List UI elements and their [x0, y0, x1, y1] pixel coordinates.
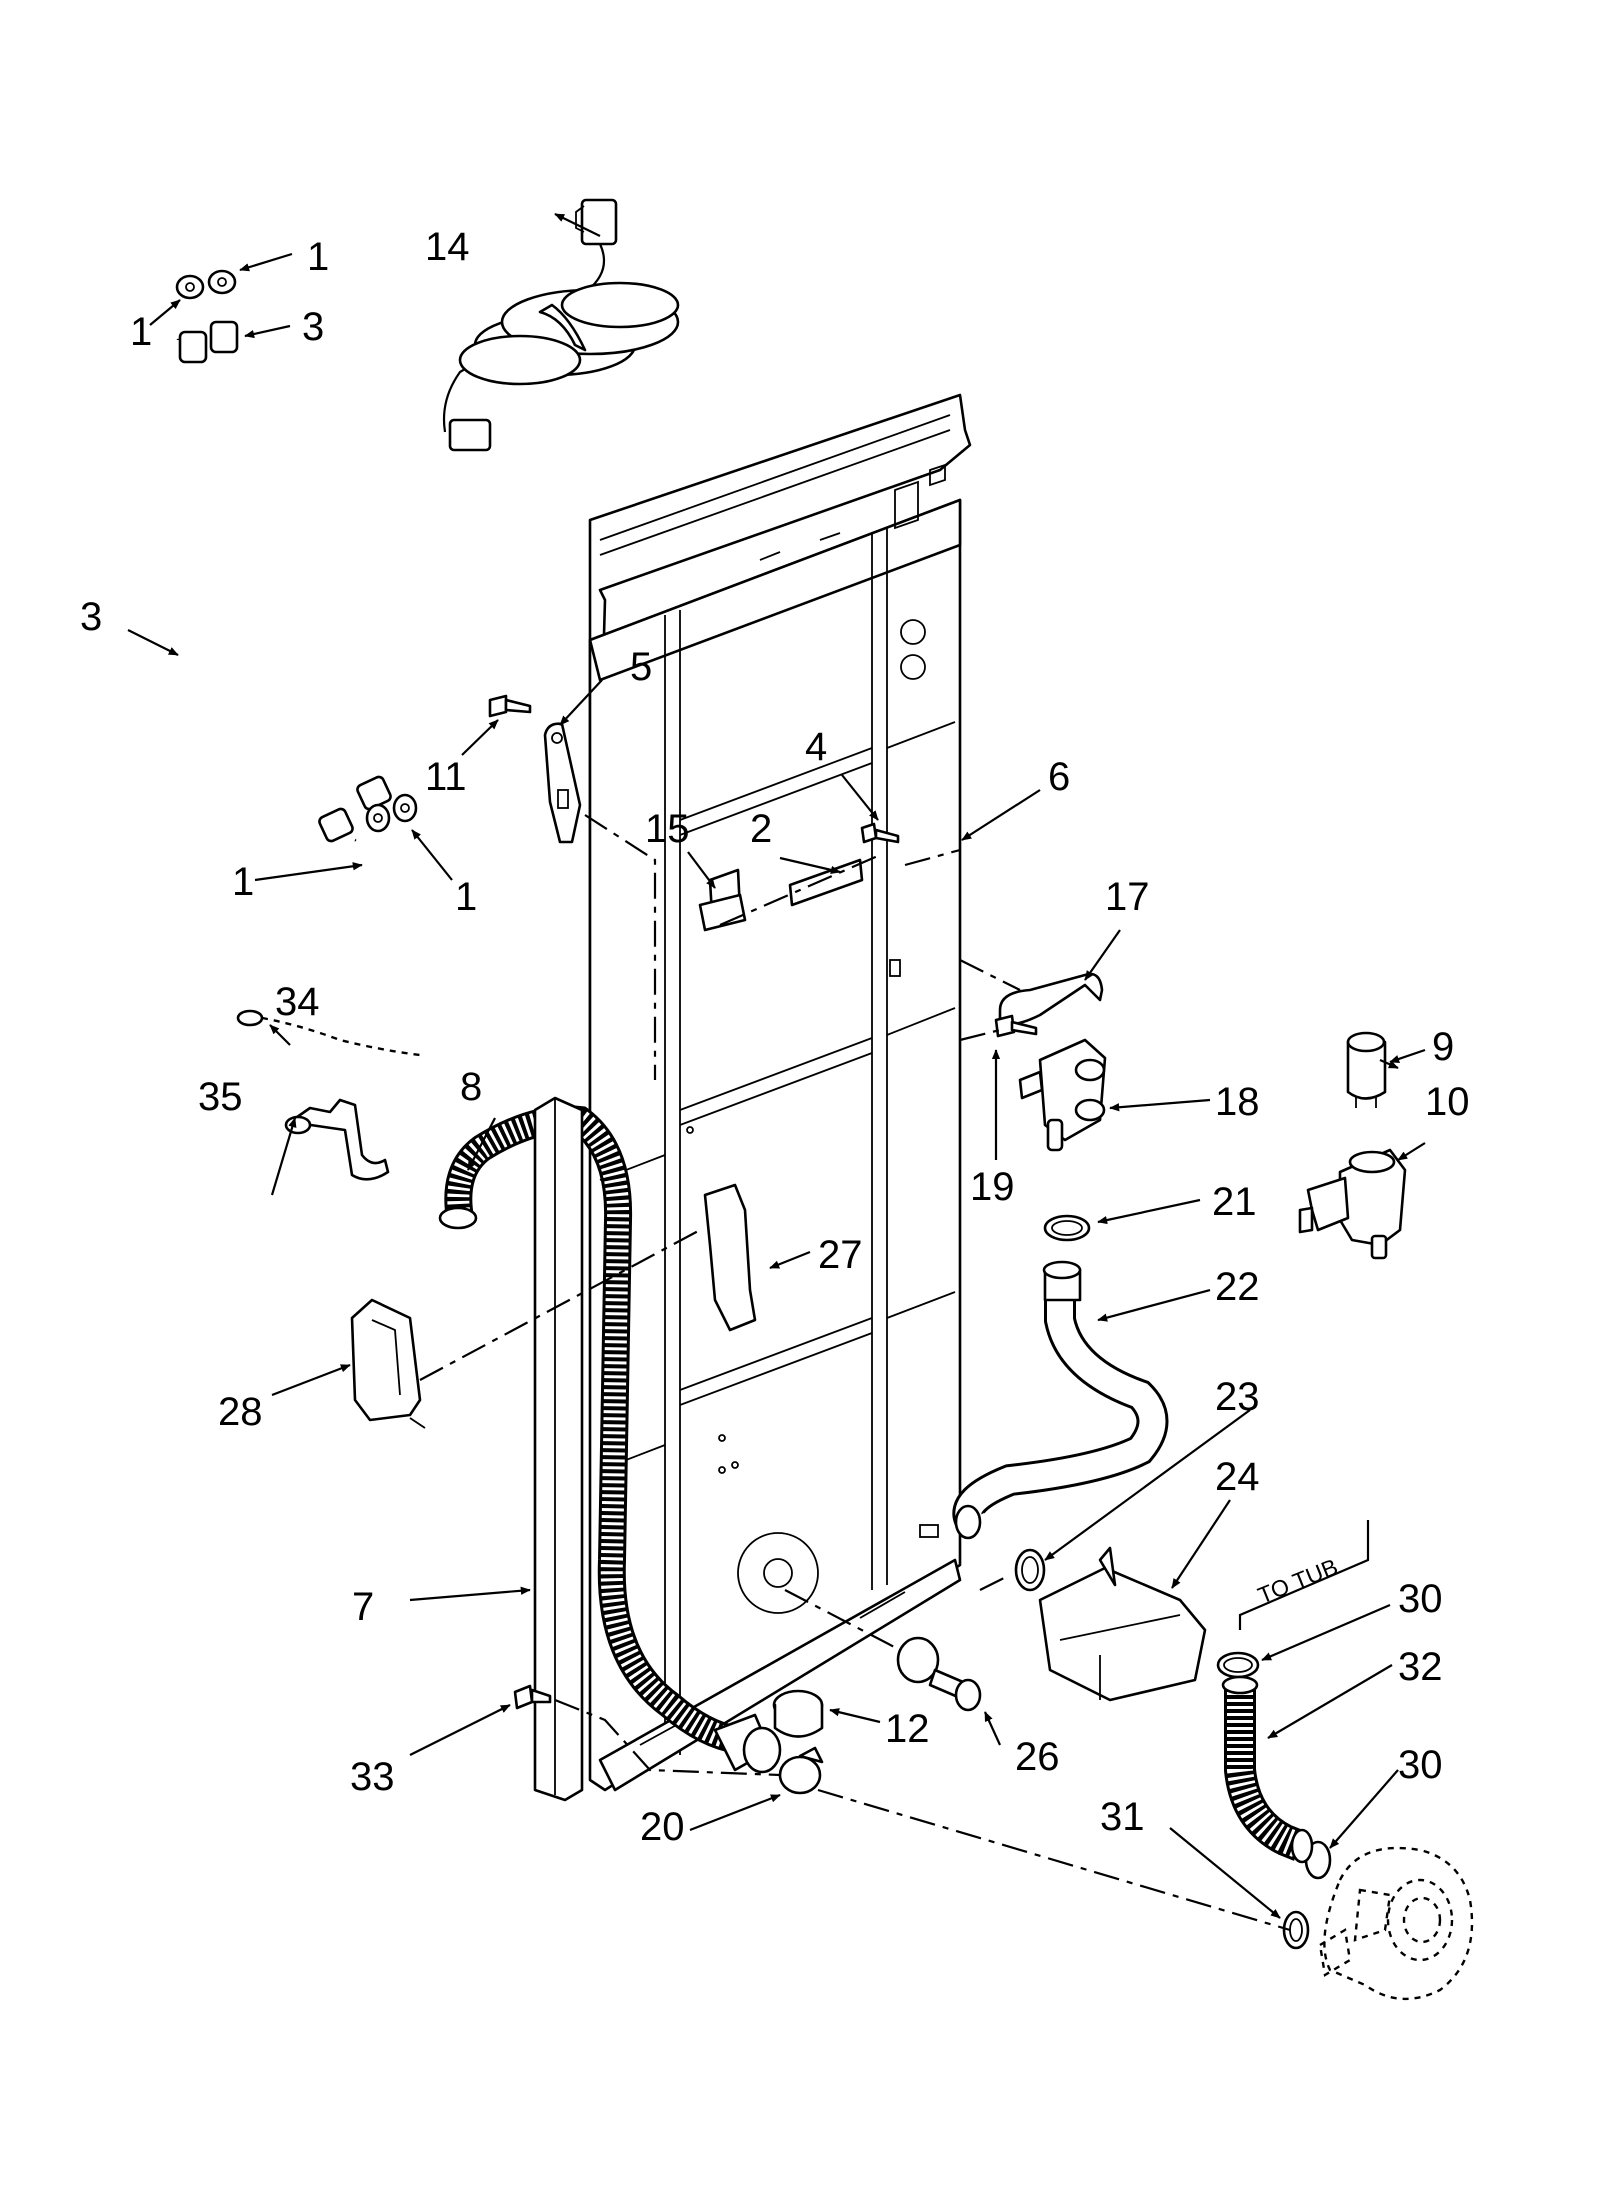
- callout-3-left: 3: [80, 595, 102, 639]
- callout-labels: 1 1 3 3 14 11 5 1 1 4 2 6 15 17 9 10 18 …: [80, 225, 1470, 1849]
- to-tub-label: TO TUB: [1254, 1553, 1341, 1608]
- hose-32: [1221, 1675, 1314, 1864]
- callout-17: 17: [1105, 875, 1150, 919]
- callout-arrows: [127, 213, 1426, 1919]
- callout-18: 18: [1215, 1080, 1260, 1124]
- callout-8: 8: [460, 1065, 482, 1109]
- clamp-23: [1014, 1548, 1046, 1592]
- callout-30-bottom: 30: [1398, 1743, 1443, 1787]
- callout-22: 22: [1215, 1265, 1260, 1309]
- callout-23: 23: [1215, 1375, 1260, 1419]
- callout-4: 4: [805, 725, 827, 769]
- bracket-17: [998, 972, 1104, 1026]
- callout-32: 32: [1398, 1645, 1443, 1689]
- side-channel: [533, 1096, 584, 1802]
- callout-1-top-left: 1: [130, 310, 152, 354]
- inlet-valve-18: [1018, 1038, 1107, 1152]
- callout-28: 28: [218, 1390, 263, 1434]
- callout-11: 11: [425, 755, 467, 799]
- callout-34: 34: [275, 980, 320, 1024]
- clamp-21: [1043, 1214, 1091, 1242]
- switch-10: [1298, 1148, 1407, 1260]
- callout-30-top: 30: [1398, 1577, 1443, 1621]
- callout-9: 9: [1432, 1025, 1454, 1069]
- hose-22: [952, 1260, 1169, 1540]
- callout-7: 7: [352, 1585, 374, 1629]
- dispenser-24: [1038, 1546, 1207, 1702]
- power-cord: [442, 198, 680, 452]
- bracket-5: [543, 722, 582, 844]
- callout-1-bottom-right: 1: [455, 875, 477, 919]
- screw-33: [513, 1684, 552, 1710]
- callout-5: 5: [630, 645, 652, 689]
- inlet-hoses: [170, 320, 392, 847]
- drain-pump-reference: [1318, 1846, 1474, 2000]
- reference-lines: [419, 814, 1291, 1932]
- clip-35: [284, 1098, 390, 1181]
- clamp-12: [772, 1689, 824, 1738]
- callout-1-bottom-left: 1: [232, 860, 254, 904]
- callout-21: 21: [1212, 1180, 1257, 1224]
- callout-10: 10: [1425, 1080, 1470, 1124]
- callout-19: 19: [970, 1165, 1015, 1209]
- callout-6: 6: [1048, 755, 1070, 799]
- screw-19: [994, 1014, 1038, 1038]
- callout-2: 2: [750, 807, 772, 851]
- drain-hose: [438, 1105, 782, 1774]
- plug-26: [896, 1636, 982, 1712]
- rear-panel: [588, 393, 972, 1792]
- callout-3-top: 3: [302, 305, 324, 349]
- bracket-27: [703, 1183, 757, 1332]
- callout-26: 26: [1015, 1735, 1060, 1779]
- screw-11: [488, 694, 532, 718]
- tie-strap-34: [236, 1009, 421, 1057]
- capacitor-9: [1346, 1031, 1387, 1108]
- clamp-20: [778, 1746, 824, 1795]
- callout-12: 12: [885, 1707, 930, 1751]
- callout-15: 15: [645, 807, 690, 851]
- callout-1-top-right: 1: [307, 235, 329, 279]
- clamp-30-top: [1216, 1651, 1260, 1679]
- callout-31: 31: [1100, 1795, 1145, 1839]
- callout-35: 35: [198, 1075, 243, 1119]
- to-tub-annotation: TO TUB: [1238, 1520, 1370, 1630]
- callout-24: 24: [1215, 1455, 1260, 1499]
- screw-4: [860, 822, 900, 844]
- cover-28: [350, 1298, 426, 1429]
- washers: [175, 269, 418, 833]
- callout-27: 27: [818, 1233, 863, 1277]
- callout-33: 33: [350, 1755, 395, 1799]
- clip-15: [698, 868, 747, 932]
- callout-14: 14: [425, 225, 470, 269]
- callout-20: 20: [640, 1805, 685, 1849]
